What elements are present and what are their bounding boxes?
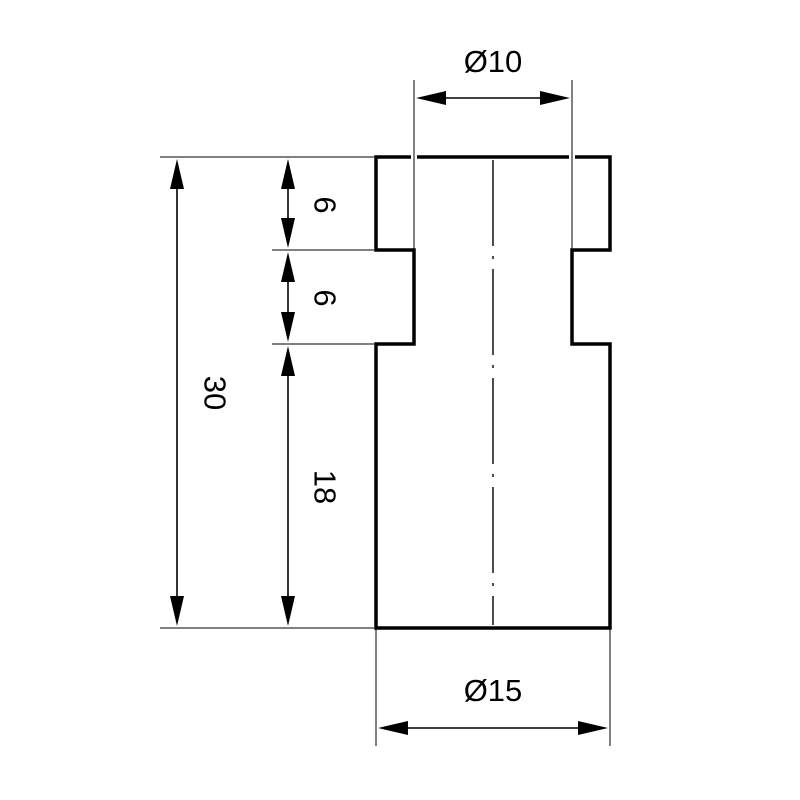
overall-height-label: 30 xyxy=(198,376,233,410)
bottom-diameter-label: Ø15 xyxy=(464,673,523,708)
overall-height-arrow-bottom xyxy=(170,596,184,626)
bottom-diameter-arrow-right xyxy=(578,721,608,735)
top-diameter-arrow-left xyxy=(416,91,446,105)
upper-step-label: 6 xyxy=(308,196,343,213)
lower-body-arrow-bottom xyxy=(281,596,295,626)
part-outline xyxy=(374,155,612,630)
lower-body-label: 18 xyxy=(308,470,343,504)
overall-height-arrow-top xyxy=(170,159,184,189)
upper-step-arrow-bottom xyxy=(281,218,295,248)
top-diameter-label: Ø10 xyxy=(464,44,523,79)
top-diameter-arrow-right xyxy=(540,91,570,105)
dimension-lines xyxy=(170,91,608,735)
groove-arrow-bottom xyxy=(281,312,295,342)
extension-lines xyxy=(160,80,611,746)
upper-step-arrow-top xyxy=(281,159,295,189)
bottom-diameter-arrow-left xyxy=(378,721,408,735)
lower-body-arrow-top xyxy=(281,346,295,376)
groove-label: 6 xyxy=(308,289,343,306)
groove-arrow-top xyxy=(281,252,295,282)
